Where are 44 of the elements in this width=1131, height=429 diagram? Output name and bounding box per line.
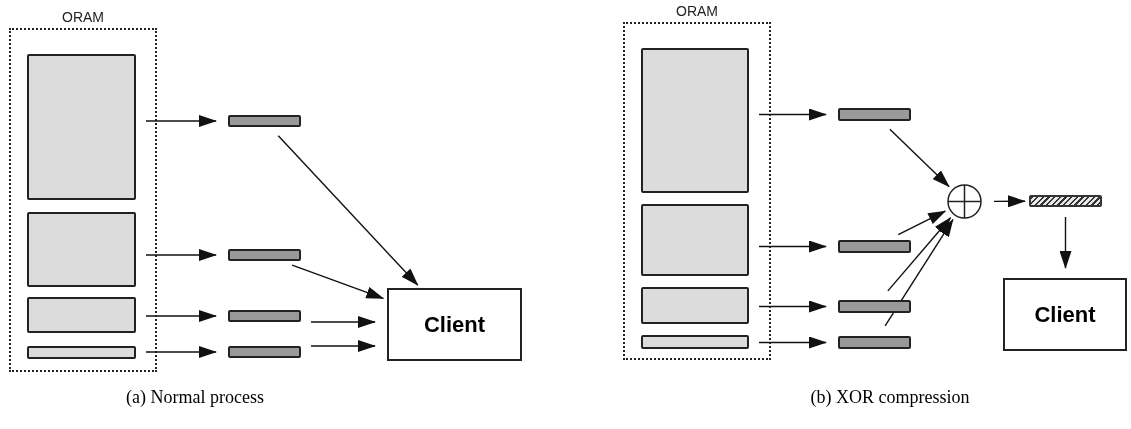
bucket-box [27,346,136,359]
arrow [758,336,827,349]
block-bar [838,108,911,121]
group-heading: ORAM [675,2,719,20]
arrow [310,316,376,328]
bucket-box [641,48,749,193]
arrow [145,249,217,261]
bucket-box [641,335,749,349]
arrow [884,218,954,327]
client-box [1003,278,1127,351]
bucket-box [641,204,749,276]
block-bar [838,336,911,349]
bucket-box [27,212,136,287]
arrow [758,108,827,121]
block-bar [228,346,301,358]
bucket-box [27,54,136,200]
arrow [291,264,385,300]
bucket-box [27,297,136,333]
arrow [1059,216,1072,269]
arrow [758,300,827,313]
block-bar [228,115,301,127]
hatched-block-bar [1029,195,1102,207]
arrow [887,217,952,292]
arrow [145,310,217,322]
bucket-box [641,287,749,324]
block-bar [838,240,911,253]
arrow [310,340,376,352]
arrow [145,115,217,127]
subfigure-caption: (a) Normal process [125,386,265,409]
subfigure-caption: (b) XOR compression [809,386,971,409]
arrow [758,240,827,253]
arrow [897,210,947,236]
block-bar [228,249,301,261]
node-label: Client [1034,301,1096,329]
arrow [277,135,419,286]
arrow [889,128,950,188]
arrow [145,346,217,358]
client-box [387,288,522,361]
group-heading: ORAM [61,8,105,26]
node-label: Client [423,311,486,339]
block-bar [228,310,301,322]
arrow [993,195,1026,208]
xor-symbol [947,184,982,219]
block-bar [838,300,911,313]
